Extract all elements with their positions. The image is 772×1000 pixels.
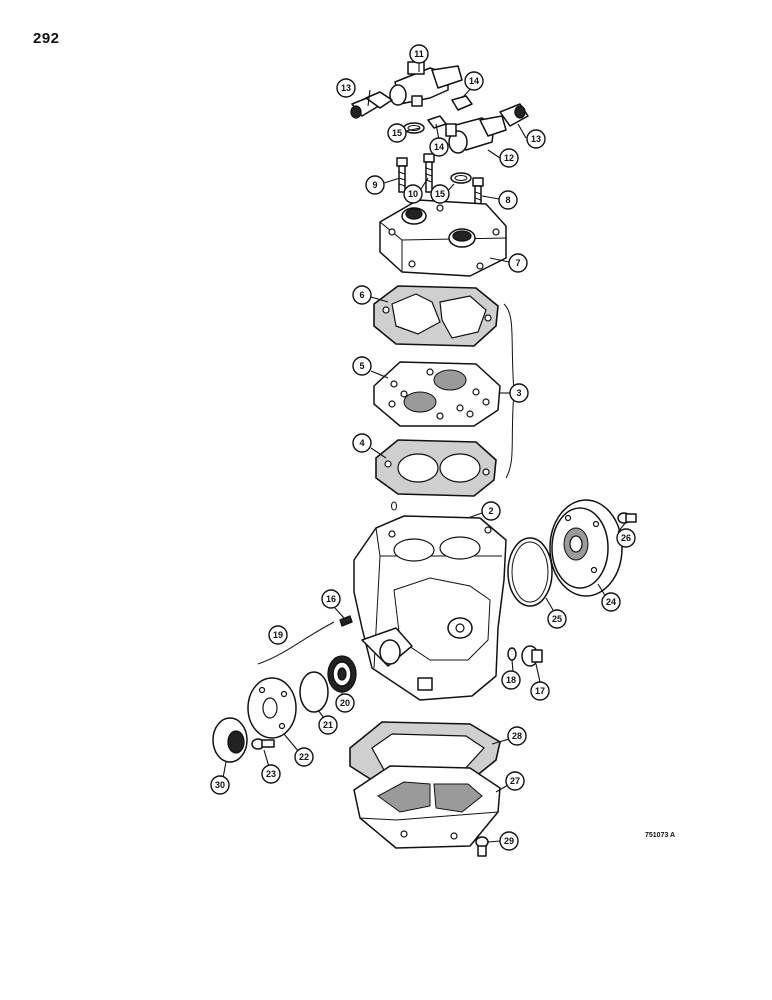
callout-22: 22 — [294, 747, 314, 767]
callout-27: 27 — [505, 771, 525, 791]
svg-text:12: 12 — [504, 153, 514, 163]
svg-text:24: 24 — [606, 597, 616, 607]
cylinder-gasket-4 — [375, 439, 497, 497]
cover-plate-24 — [549, 499, 623, 597]
callout-18: 18 — [501, 670, 521, 690]
svg-text:2: 2 — [488, 506, 493, 516]
bolt-26 — [617, 512, 637, 524]
callout-8: 8 — [498, 190, 518, 210]
callout-29: 29 — [499, 831, 519, 851]
svg-text:15: 15 — [392, 128, 402, 138]
dowel-pin — [391, 501, 397, 511]
svg-text:17: 17 — [535, 686, 545, 696]
callout-7: 7 — [508, 253, 528, 273]
callout-30: 30 — [210, 775, 230, 795]
svg-text:26: 26 — [621, 533, 631, 543]
callout-13-left: 13 — [336, 78, 356, 98]
page-number: 292 — [33, 30, 60, 47]
callout-4: 4 — [352, 433, 372, 453]
callout-3: 3 — [509, 383, 529, 403]
callout-26: 26 — [616, 528, 636, 548]
svg-text:16: 16 — [326, 594, 336, 604]
callout-2: 2 — [481, 501, 501, 521]
svg-text:6: 6 — [359, 290, 364, 300]
seal-cover-30 — [212, 717, 248, 763]
svg-text:25: 25 — [552, 614, 562, 624]
svg-text:9: 9 — [372, 180, 377, 190]
head-gasket-6 — [373, 285, 499, 347]
oring-21 — [299, 671, 329, 713]
crankcase-2 — [353, 515, 507, 701]
seal-plate-22 — [247, 677, 297, 739]
svg-text:5: 5 — [359, 361, 364, 371]
svg-text:30: 30 — [215, 780, 225, 790]
kit-19-brace — [257, 621, 335, 665]
svg-text:7: 7 — [515, 258, 520, 268]
svg-text:29: 29 — [504, 836, 514, 846]
svg-text:27: 27 — [510, 776, 520, 786]
callout-10: 10 — [403, 184, 423, 204]
callout-6: 6 — [352, 285, 372, 305]
svg-text:3: 3 — [516, 388, 521, 398]
cylinder-head-7 — [379, 199, 507, 277]
callout-14-upper: 14 — [464, 71, 484, 91]
svg-text:13: 13 — [341, 83, 351, 93]
callout-25: 25 — [547, 609, 567, 629]
bolt-9 — [396, 157, 408, 193]
cap-14-upper — [451, 95, 473, 111]
callout-13-right: 13 — [526, 129, 546, 149]
svg-text:4: 4 — [359, 438, 364, 448]
callout-16: 16 — [321, 589, 341, 609]
service-valve-11 — [389, 61, 463, 107]
cap-14-lower — [427, 115, 447, 129]
svg-text:20: 20 — [340, 698, 350, 708]
callout-14-lower: 14 — [429, 137, 449, 157]
fitting-13-left — [350, 91, 393, 119]
bolt-23 — [251, 738, 275, 750]
valve-plate-5 — [373, 361, 501, 427]
service-valve-12 — [445, 115, 507, 154]
svg-text:19: 19 — [273, 630, 283, 640]
key-16 — [339, 615, 353, 627]
svg-text:23: 23 — [266, 769, 276, 779]
oring-18 — [507, 647, 517, 661]
oring-25 — [507, 537, 553, 607]
oring-15-lower — [450, 172, 472, 184]
callout-9: 9 — [365, 175, 385, 195]
plug-17 — [521, 645, 543, 667]
svg-text:21: 21 — [323, 720, 333, 730]
svg-text:8: 8 — [505, 195, 510, 205]
svg-text:11: 11 — [414, 49, 424, 59]
callout-11: 11 — [409, 44, 429, 64]
callout-15-upper: 15 — [387, 123, 407, 143]
svg-text:13: 13 — [531, 134, 541, 144]
svg-text:15: 15 — [435, 189, 445, 199]
oring-15-upper — [403, 122, 425, 134]
shaft-seal-20 — [327, 655, 357, 693]
svg-text:18: 18 — [506, 675, 516, 685]
callout-17: 17 — [530, 681, 550, 701]
callout-28: 28 — [507, 726, 527, 746]
callout-15-lower: 15 — [430, 184, 450, 204]
svg-text:10: 10 — [408, 189, 418, 199]
bottom-plate-27 — [353, 765, 501, 849]
svg-text:28: 28 — [512, 731, 522, 741]
svg-text:22: 22 — [299, 752, 309, 762]
callout-19: 19 — [268, 625, 288, 645]
bolt-10 — [423, 153, 435, 193]
callout-23: 23 — [261, 764, 281, 784]
callout-24: 24 — [601, 592, 621, 612]
callout-5: 5 — [352, 356, 372, 376]
callout-20: 20 — [335, 693, 355, 713]
fitting-13-right — [499, 103, 529, 127]
bolt-29 — [475, 836, 489, 857]
figure-code: 751073 A — [645, 832, 676, 839]
callout-12: 12 — [499, 148, 519, 168]
svg-text:14: 14 — [469, 76, 479, 86]
callout-21: 21 — [318, 715, 338, 735]
svg-text:14: 14 — [434, 142, 444, 152]
